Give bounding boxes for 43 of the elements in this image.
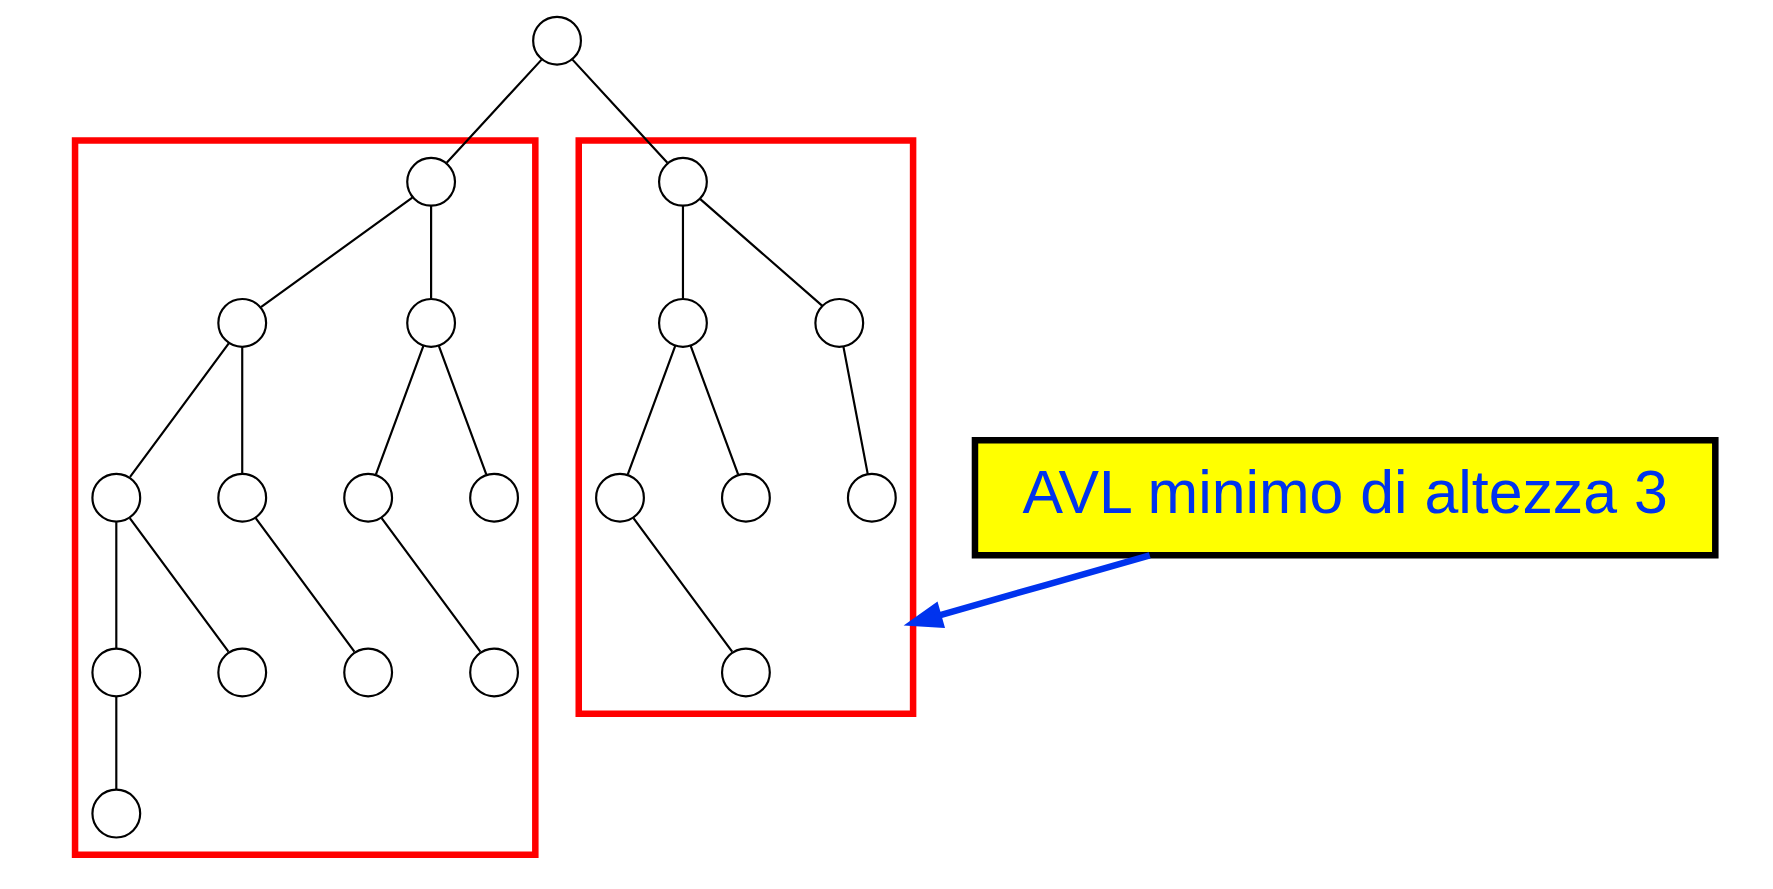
cluster [71,137,539,859]
node-circle [91,472,142,523]
node-circle [217,297,268,348]
node-circle [720,472,771,523]
connector [241,347,244,474]
connector [689,345,740,475]
node-circle [469,472,520,523]
connector [128,517,230,653]
node-circle [343,647,394,698]
node-circle [91,647,142,698]
node-circle [406,156,457,207]
node-circle [658,156,708,207]
connector [632,517,734,653]
node-circle [343,472,394,523]
connector [115,696,118,790]
connector [254,517,356,653]
node-circle [532,15,582,66]
connector [380,517,482,653]
node-circle [91,788,142,839]
connector [681,205,685,299]
arrow [903,552,1151,628]
connector [430,205,433,299]
connector [374,345,425,475]
node-circle [217,647,268,698]
connector [626,345,677,475]
node-circle [846,472,897,523]
connector [437,345,488,475]
connector [842,346,869,475]
connector [115,522,118,649]
connector [129,342,230,478]
connector [571,58,669,164]
node-circle [595,472,645,523]
node-circle [814,297,865,348]
connector [260,196,413,309]
node-circle [720,647,771,698]
node-circle [406,297,457,348]
node-circle [217,472,268,523]
connector [699,198,824,307]
cluster [575,137,917,717]
connector [445,58,543,164]
node-circle [658,297,708,348]
node-circle [469,647,520,698]
node-box: AVL minimo di altezza 3 [971,436,1719,559]
